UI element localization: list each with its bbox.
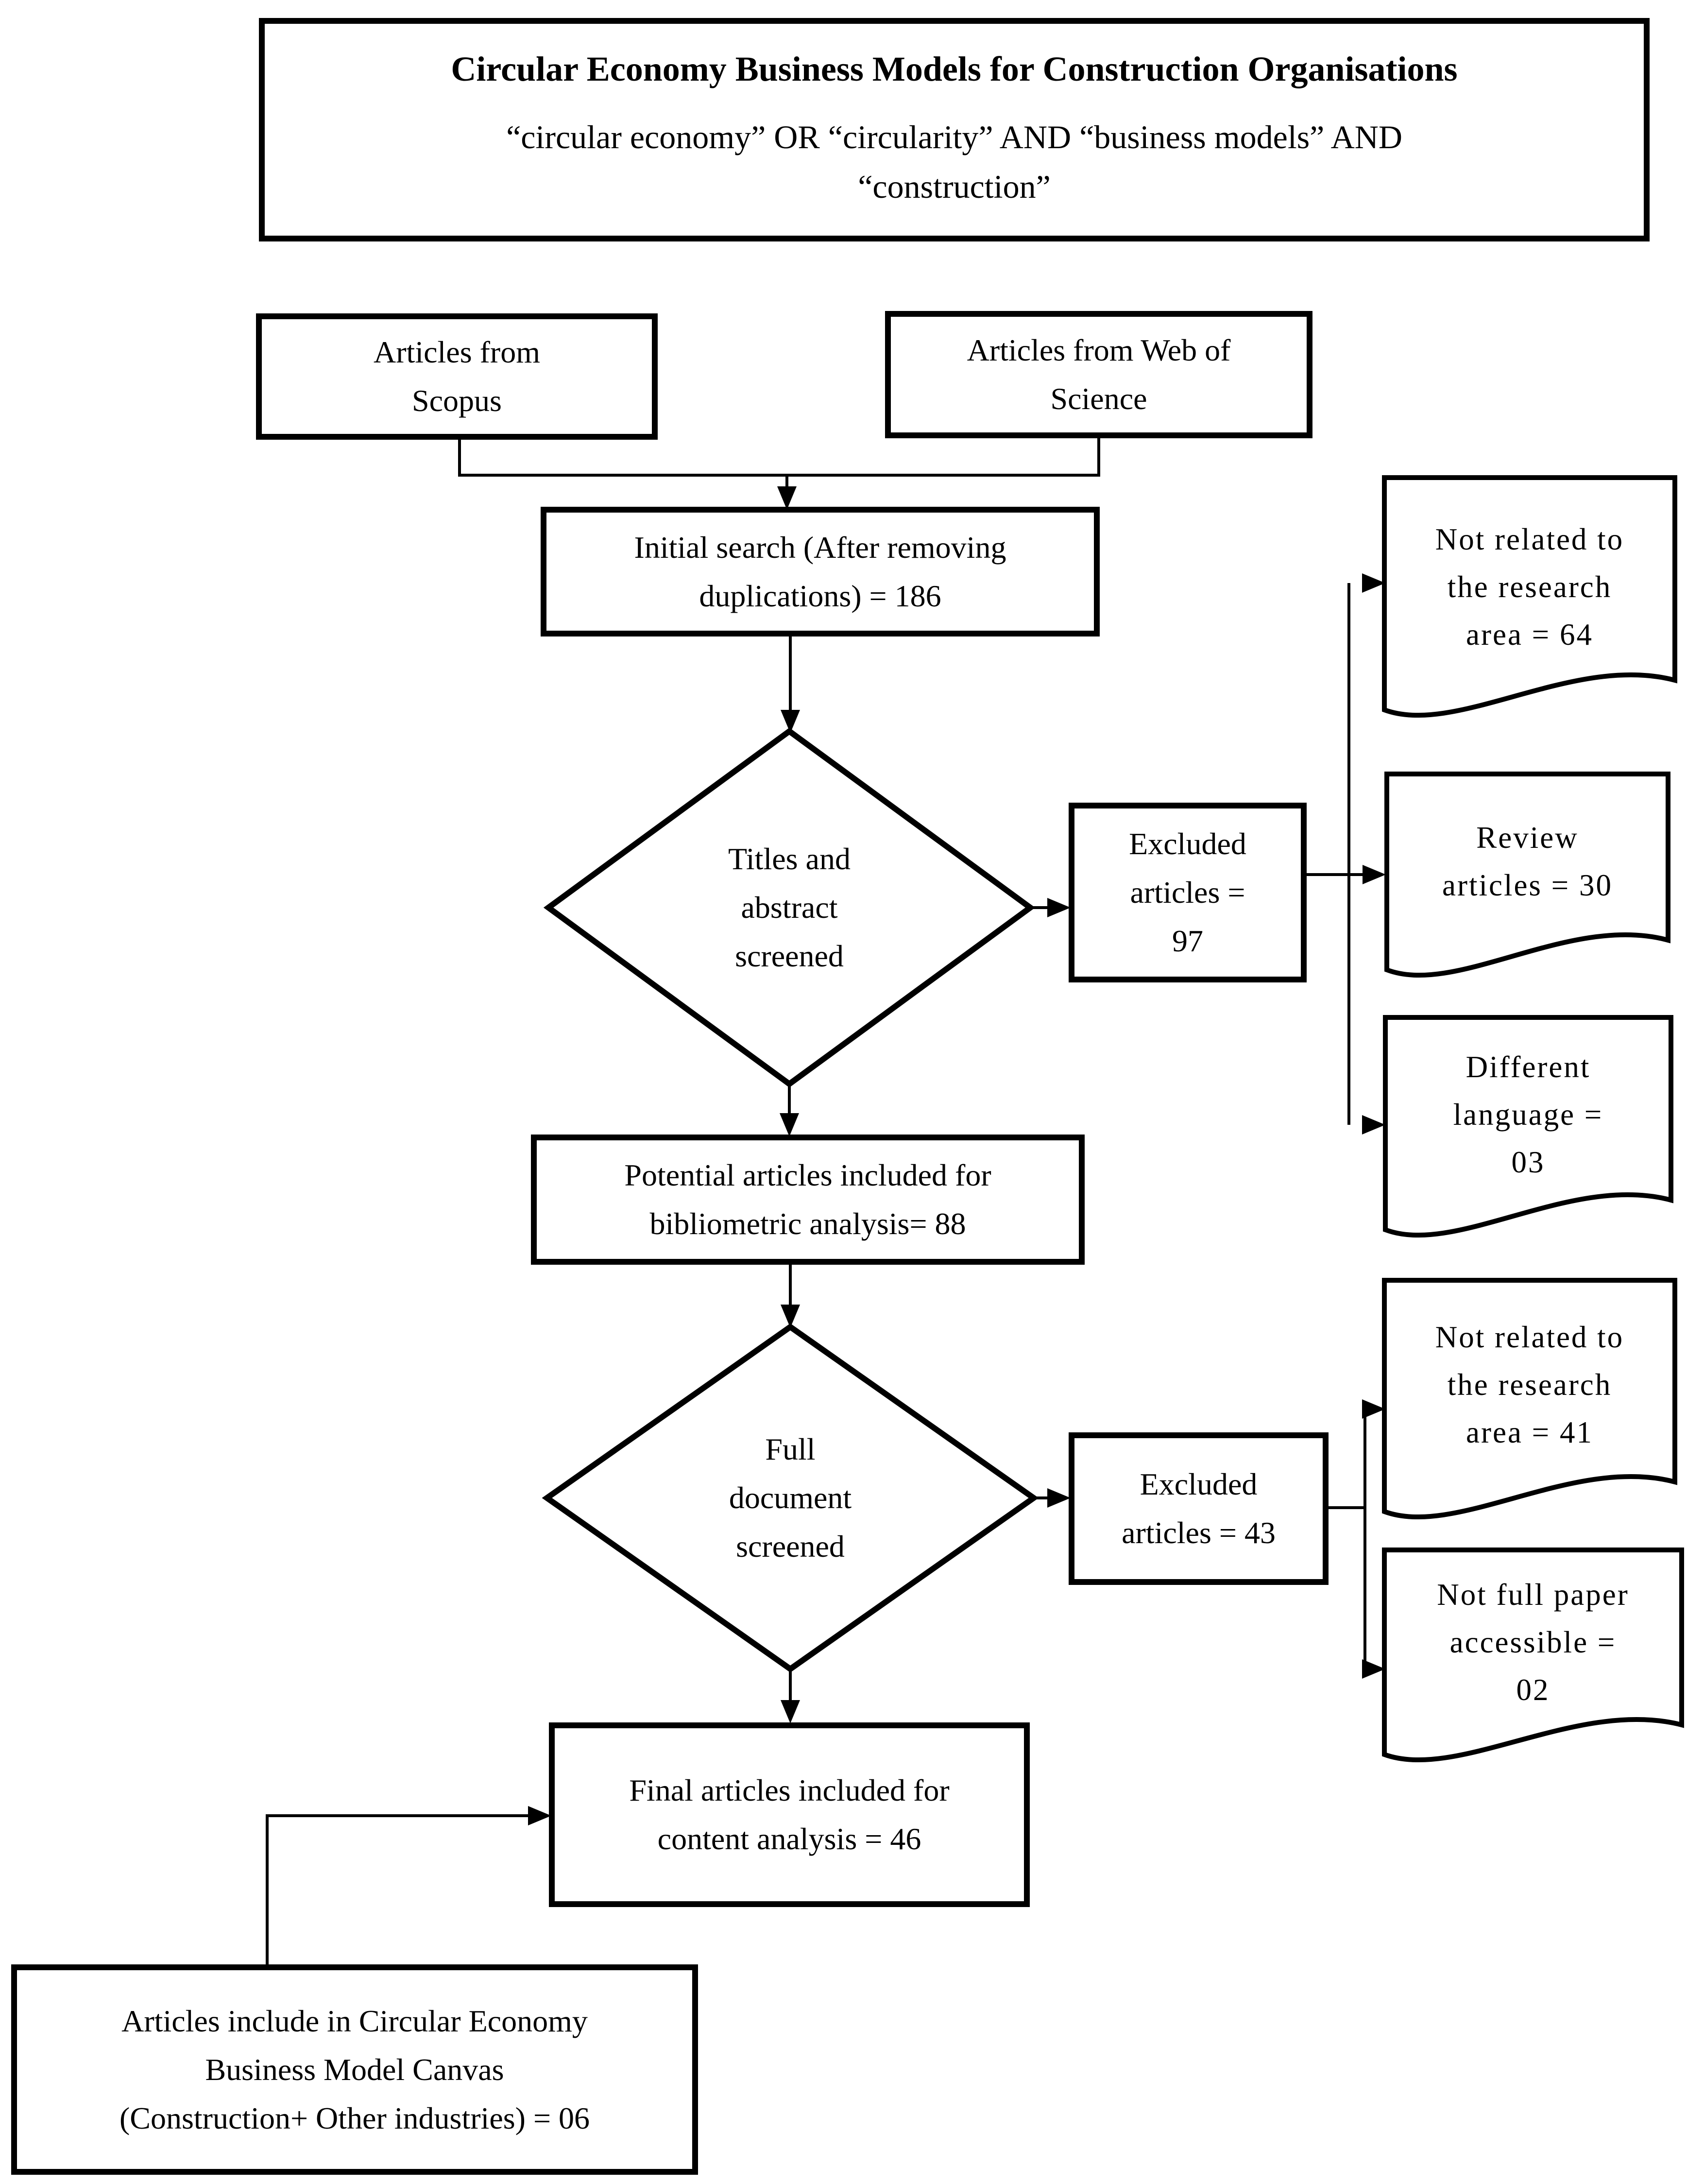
text-line: Not related to [1435,522,1624,556]
arrowhead-into-language-03 [1362,1115,1385,1135]
text-line: Excluded [1140,1467,1258,1501]
text-line: 97 [1172,924,1203,958]
title-heading: Circular Economy Business Models for Con… [451,50,1458,88]
full-document-diamond-label: Full document screened [596,1425,985,1571]
connector-group [266,438,1386,1964]
arrowhead-into-not-related-41 [1362,1399,1385,1419]
text-line: screened [736,1529,845,1564]
reason-doc-shape-not-related-64 [1382,475,1677,718]
text-line: Final articles included for [629,1773,950,1807]
arrowhead-into-excluded43 [1047,1488,1071,1508]
arrowhead-into-diamond1 [781,710,800,733]
arrowhead-into-final-top [781,1700,800,1723]
text-line: Scopus [412,383,502,418]
initial-search-box: Initial search (After removing duplicatio… [541,507,1100,636]
text-line: duplications) = 186 [699,578,941,613]
text-line: Excluded [1129,826,1246,861]
text-line: (Construction+ Other industries) = 06 [119,2100,590,2135]
bibliometric-analysis-box: Potential articles included for bibliomet… [531,1135,1085,1265]
text-line: “construction” [858,168,1051,205]
text-line: Business Model Canvas [205,2052,504,2087]
text-line: 02 [1516,1673,1550,1707]
text-line: 03 [1511,1145,1545,1179]
arrowhead-into-review-30 [1363,865,1386,884]
title-search-query: “circular economy” OR “circularity” AND … [506,112,1402,211]
title-box: Circular Economy Business Models for Con… [259,18,1650,241]
text-line: area = 41 [1466,1415,1593,1449]
text-line: Not full paper [1437,1578,1629,1612]
text-line: the research [1447,1368,1612,1402]
text-line: area = 64 [1466,618,1593,652]
arrowhead-into-initial [777,486,797,510]
text-line: content analysis = 46 [657,1822,921,1856]
text-line: articles = 43 [1122,1515,1276,1550]
arrowhead-into-bibliometric [780,1113,799,1136]
excluded-articles-43-box: Excluded articles = 43 [1069,1432,1329,1585]
reason-not-related-64-label: Not related to the research area = 64 [1384,478,1675,696]
articles-from-web-of-science-box: Articles from Web of Science [885,311,1312,438]
excluded-articles-97-box: Excluded articles = 97 [1069,803,1307,982]
text-line: accessible = [1449,1625,1617,1659]
reason-review-articles-30-label: Review articles = 30 [1387,774,1668,949]
text-line: Titles and [728,842,851,876]
text-line: “circular economy” OR “circularity” AND … [506,119,1402,155]
text-line: articles = [1130,875,1245,910]
text-line: screened [735,939,844,973]
reason-not-related-41-label: Not related to the research area = 41 [1384,1280,1675,1489]
reason-not-accessible-02-label: Not full paper accessible = 02 [1384,1550,1682,1735]
text-line: Articles from Web of [967,333,1231,367]
text-line: bibliometric analysis= 88 [649,1206,966,1241]
reason-doc-shape-language-03 [1383,1015,1673,1238]
text-line: Not related to [1435,1320,1624,1354]
final-articles-box: Final articles included for content analy… [549,1722,1030,1907]
text-line: Articles from [374,335,540,369]
arrowhead-into-not-accessible-02 [1362,1659,1385,1679]
text-line: articles = 30 [1442,868,1613,902]
reason-different-language-03-label: Different language = 03 [1385,1017,1671,1212]
arrowhead-into-final-left [528,1806,551,1825]
connector-canvas-to-final [266,1814,529,1964]
text-line: language = [1453,1098,1603,1132]
text-line: Articles include in Circular Economy [121,2003,588,2038]
text-line: Full [765,1432,816,1466]
arrowhead-into-not-related-64 [1362,573,1385,593]
arrowhead-into-diamond2 [781,1305,800,1328]
arrowhead-into-excluded97 [1047,898,1071,917]
text-line: document [729,1480,852,1515]
reason-doc-shape-review-30 [1384,772,1670,978]
text-line: abstract [741,890,838,925]
text-line: Review [1476,821,1579,855]
text-line: Potential articles included for [624,1158,991,1192]
text-line: the research [1447,570,1612,604]
text-line: Initial search (After removing [634,530,1006,565]
titles-abstract-diamond-label: Titles and abstract screened [595,835,984,980]
reason-doc-shape-not-accessible-02 [1382,1548,1684,1763]
reason-doc-shape-not-related-41 [1382,1278,1677,1519]
text-line: Science [1050,381,1147,416]
text-line: Different [1465,1050,1591,1084]
